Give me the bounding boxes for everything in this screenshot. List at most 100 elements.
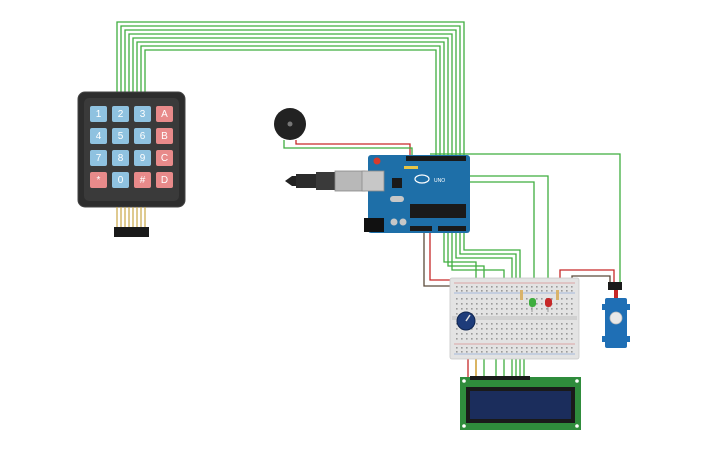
- capacitor-2: [399, 218, 407, 226]
- servo-connector: [608, 282, 622, 290]
- keypad-key-label: 6: [140, 131, 146, 142]
- resistor-1[interactable]: [520, 290, 523, 300]
- keypad-wires: [116, 21, 465, 158]
- buzzer-center: [287, 121, 293, 127]
- keypad-key-face: [156, 172, 173, 188]
- servo-tab-top: [602, 304, 630, 310]
- keypad-key-face: [134, 150, 151, 166]
- keypad-keys: 1 2 3 A 4 5 6 B 7 8 9 C * 0 # D: [90, 106, 173, 188]
- keypad-wire-8[interactable]: [144, 49, 437, 158]
- led-red[interactable]: [545, 298, 552, 312]
- lcd-screen: [470, 391, 571, 419]
- keypad-key[interactable]: 7: [90, 150, 107, 166]
- keypad-key-label: #: [140, 175, 146, 186]
- breadboard-holes: [456, 286, 573, 353]
- keypad-key[interactable]: 6: [134, 128, 151, 144]
- crystal: [390, 196, 404, 202]
- keypad-wire-6[interactable]: [136, 41, 445, 158]
- servo-horn: [609, 311, 623, 325]
- keypad-key-face: [90, 172, 107, 188]
- piezo-buzzer[interactable]: [274, 108, 306, 140]
- keypad-key[interactable]: A: [156, 106, 173, 122]
- keypad-key-label: 2: [118, 109, 124, 120]
- keypad-key-label: C: [161, 153, 168, 164]
- keypad-wire-2[interactable]: [120, 25, 461, 158]
- keypad-connector: [114, 207, 149, 237]
- ground-wire-black[interactable]: [423, 226, 456, 287]
- keypad-key-label: *: [97, 175, 101, 186]
- keypad-key-face: [156, 128, 173, 144]
- reset-button[interactable]: [373, 157, 381, 165]
- keypad-wire-5[interactable]: [132, 37, 449, 158]
- resistor-2[interactable]: [556, 290, 559, 300]
- keypad-key-face: [112, 128, 129, 144]
- keypad-wire-1[interactable]: [116, 21, 465, 158]
- arduino-logo-icon: [414, 174, 430, 184]
- power-jack: [364, 218, 384, 232]
- keypad-key-label: 1: [96, 109, 102, 120]
- capacitor-1: [390, 218, 398, 226]
- keypad-key[interactable]: 9: [134, 150, 151, 166]
- keypad-key-label: D: [161, 175, 168, 186]
- analog-header: [438, 226, 466, 231]
- keypad-key-label: B: [161, 131, 168, 142]
- keypad-key[interactable]: 1: [90, 106, 107, 122]
- keypad-key[interactable]: 4: [90, 128, 107, 144]
- servo-signal-wire[interactable]: [430, 153, 621, 282]
- keypad-key[interactable]: *: [90, 172, 107, 188]
- keypad-key-label: A: [161, 109, 168, 120]
- keypad-key-face: [112, 172, 129, 188]
- keypad-key[interactable]: 2: [112, 106, 129, 122]
- keypad-key-label: 9: [140, 153, 146, 164]
- keypad-key[interactable]: #: [134, 172, 151, 188]
- keypad-key[interactable]: 8: [112, 150, 129, 166]
- led-wire-2[interactable]: [468, 181, 535, 300]
- keypad-key-face: [112, 106, 129, 122]
- keypad-key-face: [90, 128, 107, 144]
- keypad-key[interactable]: 0: [112, 172, 129, 188]
- keypad-4x4[interactable]: 1 2 3 A 4 5 6 B 7 8 9 C * 0 # D: [77, 91, 186, 237]
- keypad-key-face: [112, 150, 129, 166]
- keypad-key-face: [134, 106, 151, 122]
- keypad-key-label: 8: [118, 153, 124, 164]
- led-green[interactable]: [529, 298, 536, 312]
- buzzer-wire-red[interactable]: [295, 140, 411, 158]
- usb-jack: [361, 170, 385, 192]
- lcd-16x2[interactable]: [460, 376, 581, 430]
- keypad-key-face: [90, 106, 107, 122]
- keypad-inner: [84, 98, 179, 201]
- atmega-chip: [410, 204, 466, 218]
- keypad-key[interactable]: 3: [134, 106, 151, 122]
- arduino-logo-text: UNO: [434, 178, 445, 184]
- breadboard[interactable]: [449, 277, 580, 360]
- usb-cable[interactable]: [285, 170, 366, 192]
- keypad-key[interactable]: B: [156, 128, 173, 144]
- keypad-wire-3[interactable]: [124, 29, 457, 158]
- keypad-key-label: 5: [118, 131, 124, 142]
- keypad-key[interactable]: D: [156, 172, 173, 188]
- servo-motor[interactable]: [602, 282, 630, 348]
- keypad-wire-7[interactable]: [140, 45, 441, 158]
- power-header: [410, 226, 432, 231]
- leds-strip: [404, 166, 418, 169]
- keypad-key-face: [156, 150, 173, 166]
- keypad-key-face: [134, 172, 151, 188]
- keypad-wire-4[interactable]: [128, 33, 453, 158]
- keypad-key[interactable]: C: [156, 150, 173, 166]
- led-wire-1[interactable]: [468, 175, 549, 300]
- keypad-key[interactable]: 5: [112, 128, 129, 144]
- digital-header: [406, 156, 466, 161]
- servo-tab-bottom: [602, 336, 630, 342]
- breadboard-channel: [452, 316, 577, 320]
- keypad-key-label: 4: [96, 131, 102, 142]
- keypad-key-label: 0: [118, 175, 124, 186]
- keypad-key-label: 7: [96, 153, 102, 164]
- arduino-uno-board[interactable]: UNO: [361, 155, 470, 233]
- usb-chip: [392, 178, 402, 188]
- buzzer-wire-green[interactable]: [283, 140, 413, 158]
- keypad-key-face: [134, 128, 151, 144]
- keypad-key-face: [90, 150, 107, 166]
- keypad-key-label: 3: [140, 109, 146, 120]
- potentiometer[interactable]: [456, 311, 476, 331]
